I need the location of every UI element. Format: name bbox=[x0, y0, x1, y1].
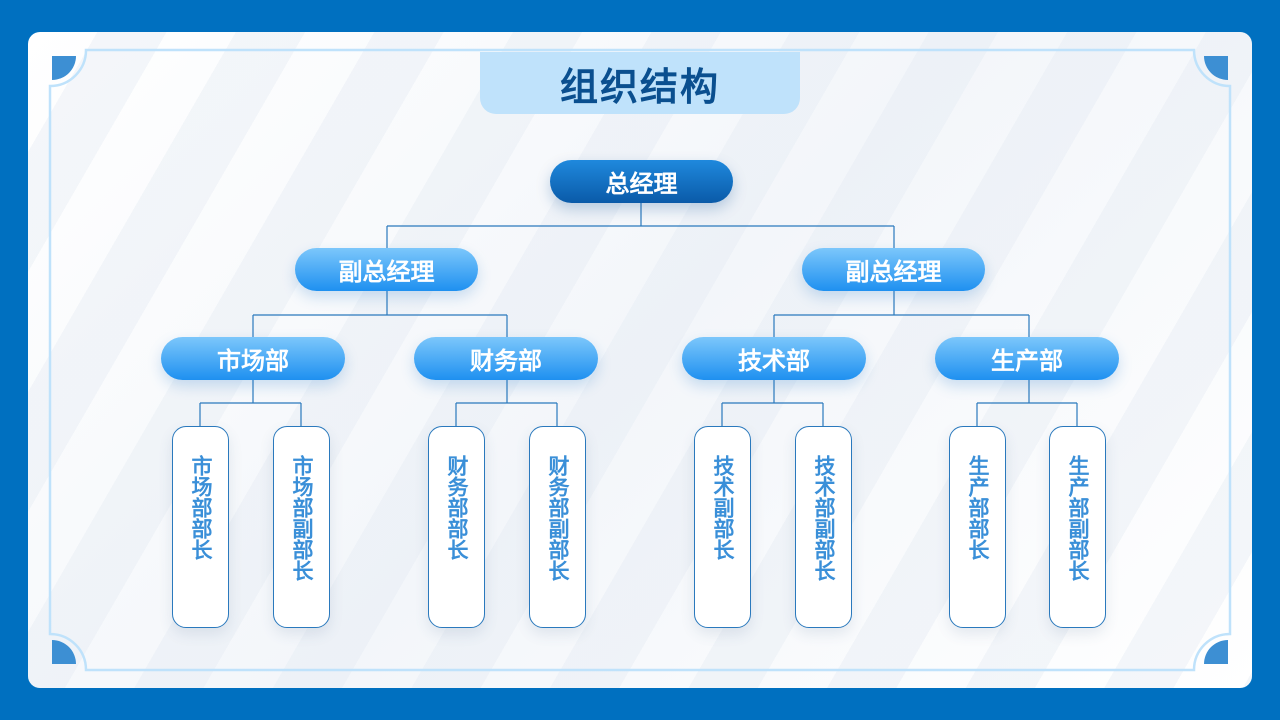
connector-deputy-2 bbox=[773, 291, 1030, 337]
page-title: 组织结构 bbox=[559, 64, 720, 109]
corner-ornament-top-left bbox=[52, 56, 76, 80]
connector-dept-1 bbox=[199, 380, 302, 426]
node-general-manager[interactable]: 总经理 bbox=[550, 160, 733, 203]
leaf-technology-deputy[interactable]: 技术部副部长 bbox=[795, 426, 852, 628]
node-label: 技术部 bbox=[738, 347, 810, 375]
node-deputy-manager-1[interactable]: 副总经理 bbox=[295, 248, 478, 291]
node-label: 财务部 bbox=[470, 347, 542, 375]
connector-root bbox=[386, 202, 895, 248]
leaf-label: 市场部部长 bbox=[189, 455, 213, 560]
leaf-label: 财务部副部长 bbox=[546, 455, 570, 581]
node-dept-production[interactable]: 生产部 bbox=[935, 337, 1119, 380]
connector-dept-2 bbox=[455, 380, 558, 426]
node-dept-marketing[interactable]: 市场部 bbox=[161, 337, 345, 380]
node-label: 总经理 bbox=[605, 170, 678, 198]
leaf-marketing-deputy[interactable]: 市场部副部长 bbox=[273, 426, 330, 628]
leaf-label: 市场部副部长 bbox=[290, 455, 314, 581]
leaf-label: 财务部部长 bbox=[445, 455, 469, 560]
leaf-label: 生产部副部长 bbox=[1066, 455, 1090, 581]
corner-ornament-bottom-left bbox=[52, 640, 76, 664]
node-label: 副总经理 bbox=[845, 258, 942, 286]
node-dept-technology[interactable]: 技术部 bbox=[682, 337, 866, 380]
leaf-technology-head[interactable]: 技术副部长 bbox=[694, 426, 751, 628]
leaf-label: 技术部副部长 bbox=[812, 455, 836, 581]
title-tab: 组织结构 bbox=[480, 52, 800, 114]
leaf-finance-deputy[interactable]: 财务部副部长 bbox=[529, 426, 586, 628]
connector-dept-3 bbox=[721, 380, 824, 426]
node-label: 副总经理 bbox=[338, 258, 435, 286]
connector-deputy-1 bbox=[252, 291, 508, 337]
leaf-production-deputy[interactable]: 生产部副部长 bbox=[1049, 426, 1106, 628]
leaf-production-head[interactable]: 生产部部长 bbox=[949, 426, 1006, 628]
node-label: 生产部 bbox=[991, 347, 1063, 375]
leaf-finance-head[interactable]: 财务部部长 bbox=[428, 426, 485, 628]
node-label: 市场部 bbox=[217, 347, 289, 375]
connector-dept-4 bbox=[976, 380, 1078, 426]
leaf-label: 技术副部长 bbox=[711, 455, 735, 560]
corner-ornament-bottom-right bbox=[1204, 640, 1228, 664]
corner-ornament-top-right bbox=[1204, 56, 1228, 80]
node-dept-finance[interactable]: 财务部 bbox=[414, 337, 598, 380]
leaf-label: 生产部部长 bbox=[966, 455, 990, 560]
leaf-marketing-head[interactable]: 市场部部长 bbox=[172, 426, 229, 628]
node-deputy-manager-2[interactable]: 副总经理 bbox=[802, 248, 985, 291]
